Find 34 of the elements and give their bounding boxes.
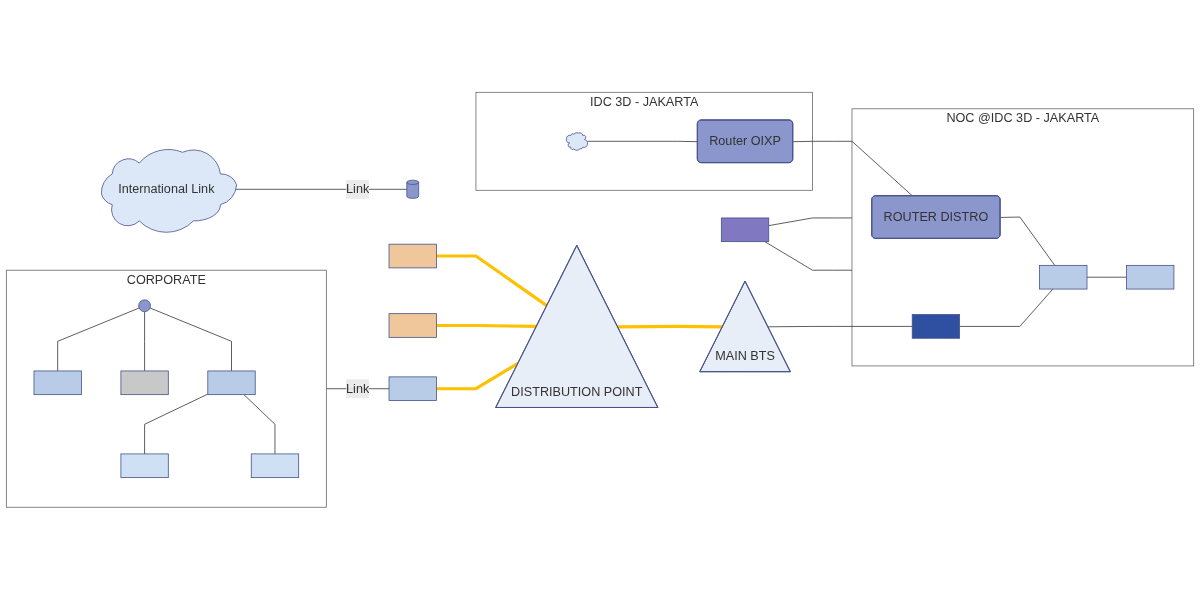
node-cloud: [565, 132, 588, 151]
node-box: [1039, 265, 1088, 290]
connector: [1000, 216, 1056, 266]
node-box: [120, 453, 169, 479]
connector: [436, 324, 537, 329]
connector: [792, 141, 914, 197]
node-box: [911, 314, 960, 339]
connector: [1086, 277, 1127, 278]
node-circle: [138, 299, 151, 313]
node-box: [207, 370, 256, 396]
edge-label: Link: [346, 381, 370, 396]
node-box: [33, 370, 82, 396]
cluster: CORPORATE: [5, 270, 327, 508]
node-box: [388, 376, 437, 402]
connector: [959, 288, 1054, 328]
connector: [144, 393, 209, 455]
connector: [586, 141, 699, 143]
node-box: [388, 244, 437, 269]
connector: [57, 307, 140, 372]
edge-label: Link: [346, 182, 370, 196]
node-box: [388, 313, 437, 338]
connector: [768, 217, 853, 227]
connector: [144, 311, 145, 372]
connector: [617, 325, 723, 329]
connector: [243, 394, 276, 455]
connector: [767, 326, 913, 328]
node-box: [120, 370, 169, 396]
node-box: [250, 453, 300, 479]
node-box: [1126, 265, 1175, 290]
connector: [149, 307, 232, 372]
connector: [436, 254, 549, 308]
node-box: [720, 217, 770, 243]
node-cylinder: [406, 180, 420, 199]
connector: [764, 241, 853, 271]
